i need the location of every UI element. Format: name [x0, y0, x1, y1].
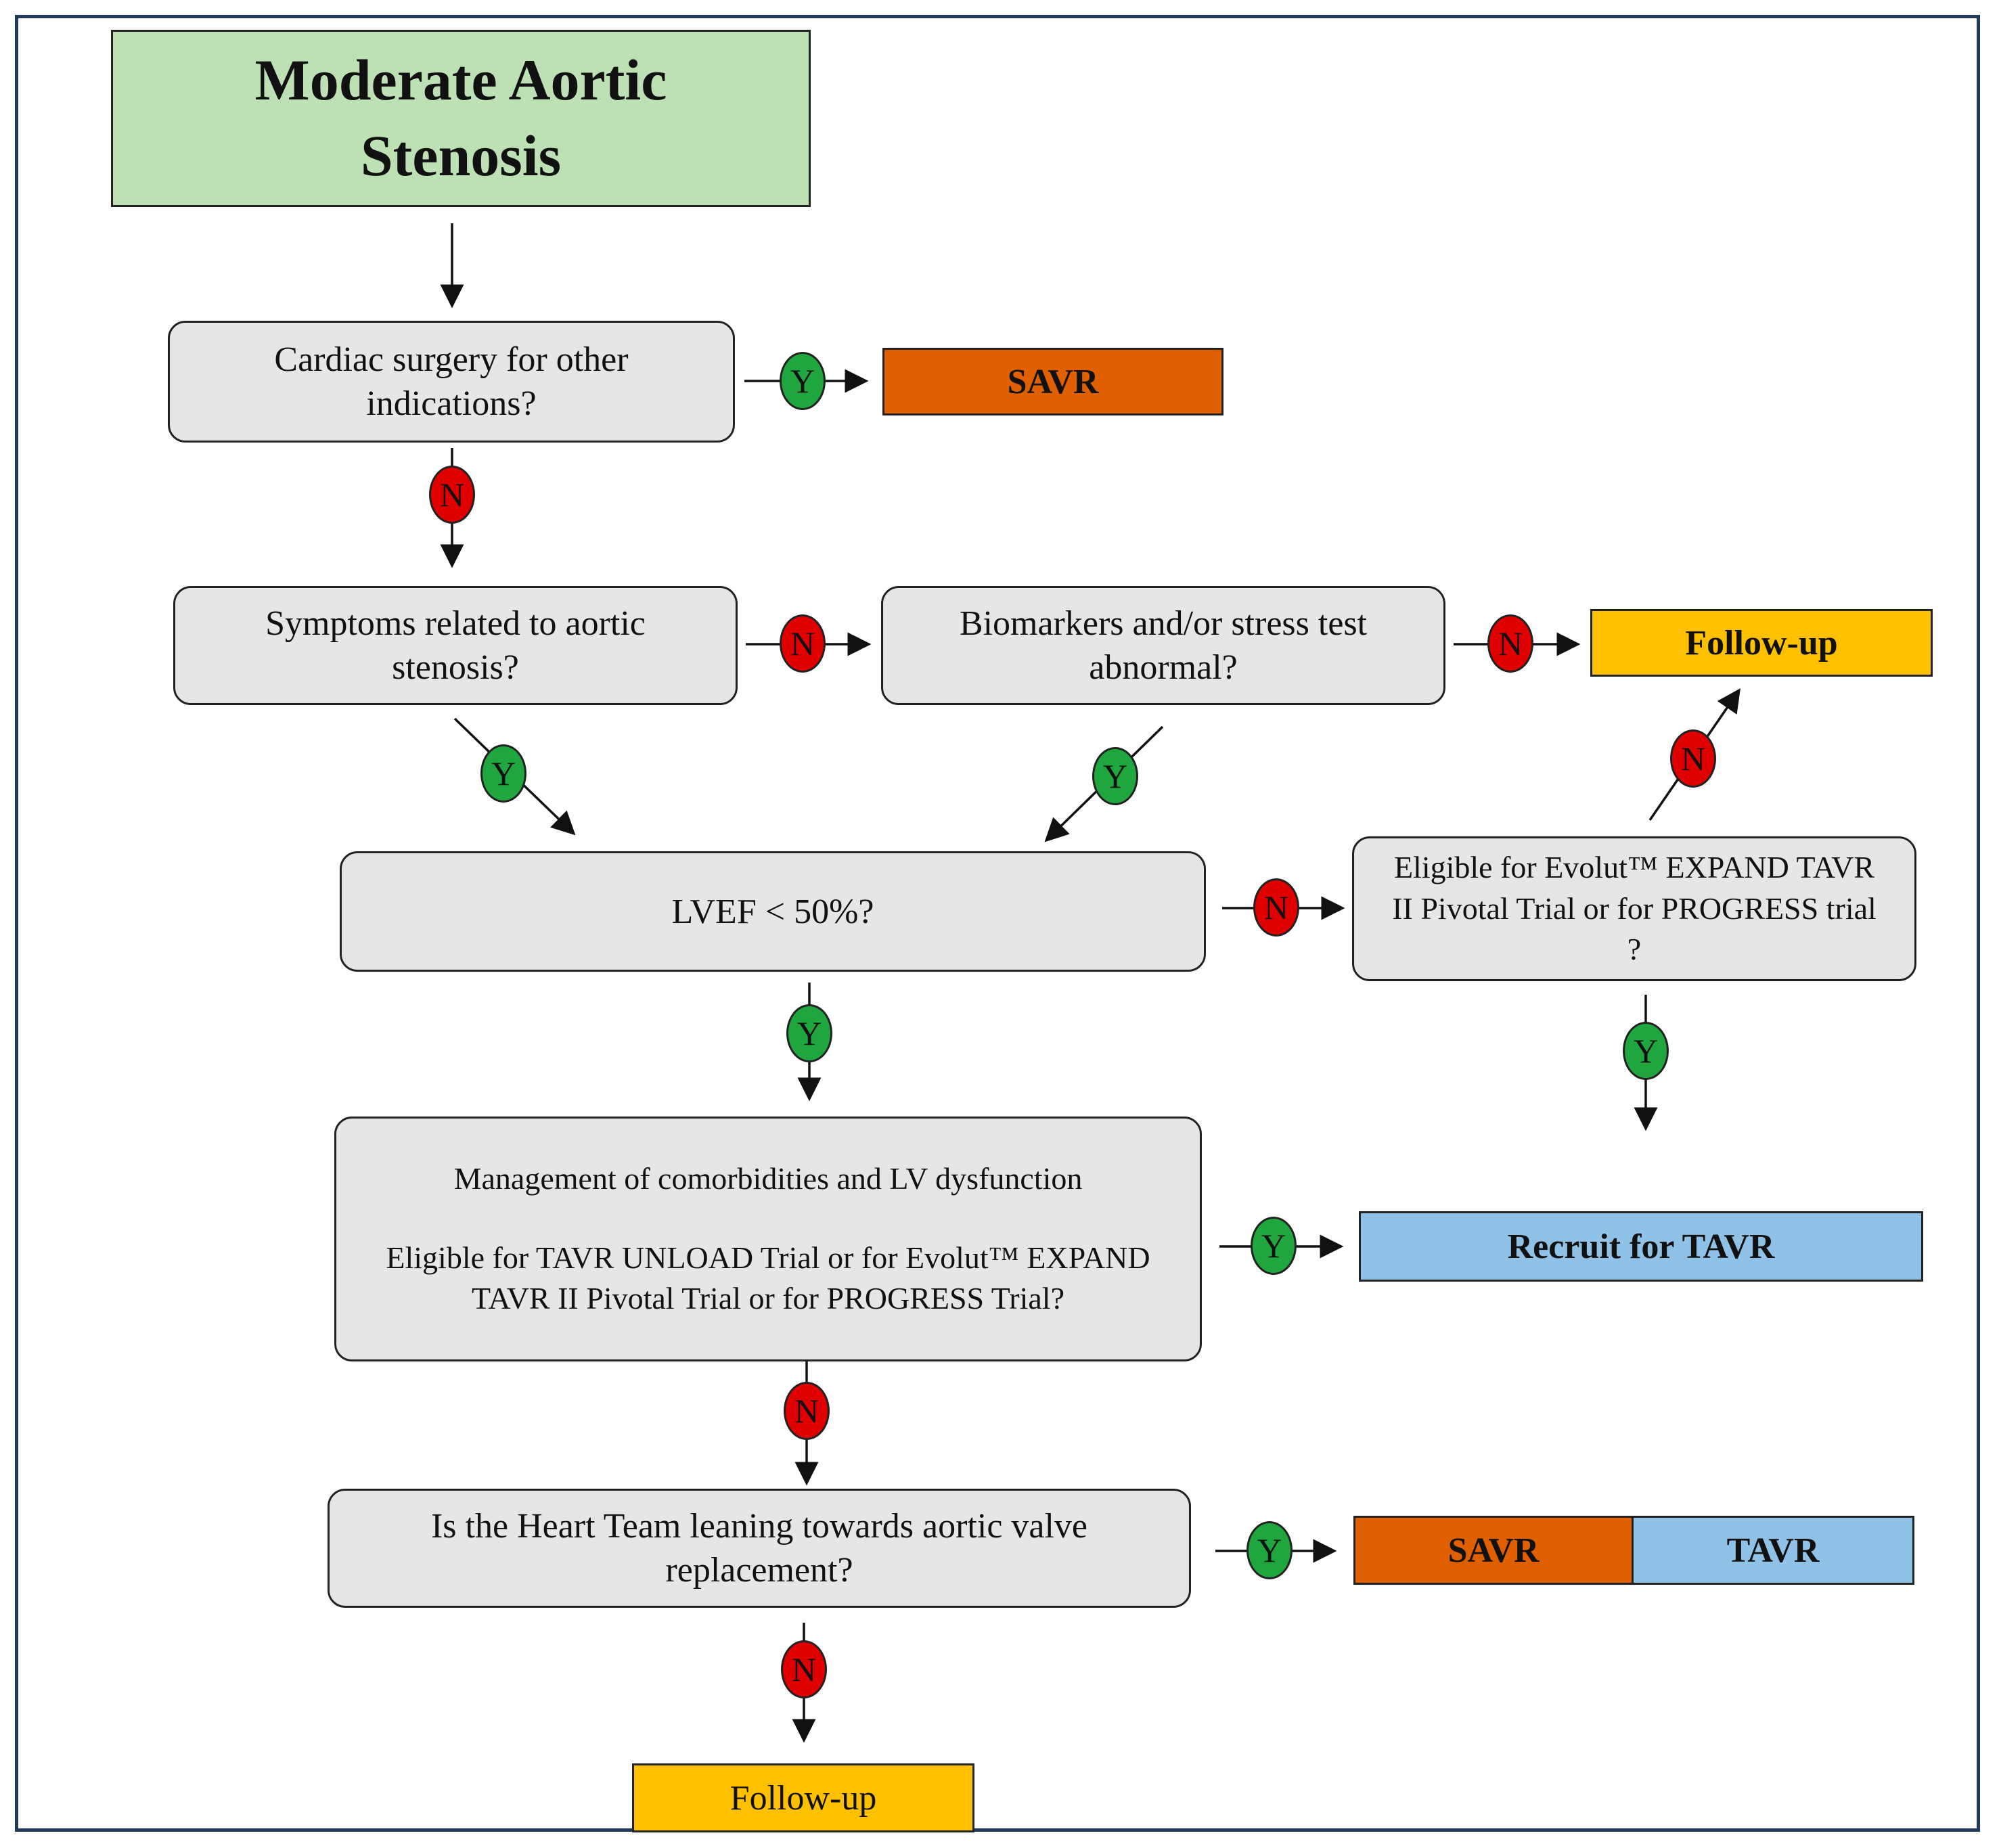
no-badge-eligible-expand: N: [1670, 729, 1716, 788]
yes-badge-symptoms: Y: [480, 744, 526, 803]
outcome-follow-up-bottom-label: Follow-up: [729, 1778, 877, 1818]
question-heart-team-text: Is the Heart Team leaning towards aortic…: [430, 1507, 1088, 1590]
title-line-1: Moderate Aortic: [254, 47, 667, 113]
yes-badge-eligible-expand: Y: [1623, 1022, 1669, 1080]
outcome-savr-bottom-label: SAVR: [1447, 1531, 1540, 1570]
no-badge-symptoms: N: [780, 614, 826, 673]
no-badge-biomarkers: N: [1487, 614, 1533, 673]
no-badge-management: N: [784, 1382, 830, 1440]
question-lvef-text: LVEF < 50%?: [671, 892, 874, 931]
question-heart-team: Is the Heart Team leaning towards aortic…: [328, 1489, 1191, 1608]
question-management-text: Management of comorbidities and LV dysfu…: [453, 1160, 1083, 1196]
outcome-recruit-tavr: Recruit for TAVR: [1359, 1211, 1923, 1282]
outcome-follow-up-top-label: Follow-up: [1685, 623, 1838, 662]
question-eligible-unload-text: Eligible for TAVR UNLOAD Trial or for Ev…: [386, 1240, 1150, 1316]
outcome-recruit-tavr-label: Recruit for TAVR: [1507, 1227, 1775, 1266]
outcome-savr-top: SAVR: [882, 348, 1223, 415]
yes-badge-lvef: Y: [786, 1004, 832, 1062]
yes-badge-biomarkers: Y: [1092, 747, 1138, 805]
outcome-follow-up-bottom: Follow-up: [632, 1763, 974, 1832]
question-biomarkers: Biomarkers and/or stress test abnormal?: [881, 586, 1445, 705]
no-badge-lvef: N: [1253, 878, 1299, 937]
outcome-tavr-bottom-label: TAVR: [1726, 1531, 1820, 1570]
question-eligible-expand-text: Eligible for Evolut™ EXPAND TAVR II Pivo…: [1392, 849, 1877, 967]
no-badge-cardiac: N: [429, 466, 475, 524]
question-eligible-expand: Eligible for Evolut™ EXPAND TAVR II Pivo…: [1352, 836, 1916, 981]
yes-badge-cardiac: Y: [780, 352, 826, 410]
question-management: Management of comorbidities and LV dysfu…: [334, 1117, 1202, 1361]
question-cardiac-surgery-text: Cardiac surgery for other indications?: [274, 340, 629, 423]
title-line-2: Stenosis: [360, 123, 562, 188]
outcome-savr-bottom: SAVR: [1353, 1516, 1634, 1585]
yes-badge-management: Y: [1251, 1217, 1297, 1275]
outcome-savr-top-label: SAVR: [1007, 362, 1099, 401]
question-symptoms: Symptoms related to aortic stenosis?: [173, 586, 738, 705]
question-symptoms-text: Symptoms related to aortic stenosis?: [265, 604, 646, 687]
title-box: Moderate Aortic Stenosis: [111, 30, 811, 207]
question-lvef: LVEF < 50%?: [340, 851, 1206, 972]
outcome-follow-up-top: Follow-up: [1590, 609, 1933, 677]
question-cardiac-surgery: Cardiac surgery for other indications?: [168, 321, 735, 443]
no-badge-heart-team: N: [781, 1640, 827, 1698]
outcome-tavr-bottom: TAVR: [1632, 1516, 1914, 1585]
yes-badge-heart-team: Y: [1246, 1521, 1293, 1579]
question-biomarkers-text: Biomarkers and/or stress test abnormal?: [959, 604, 1368, 687]
diagram-frame: [15, 15, 1980, 1832]
